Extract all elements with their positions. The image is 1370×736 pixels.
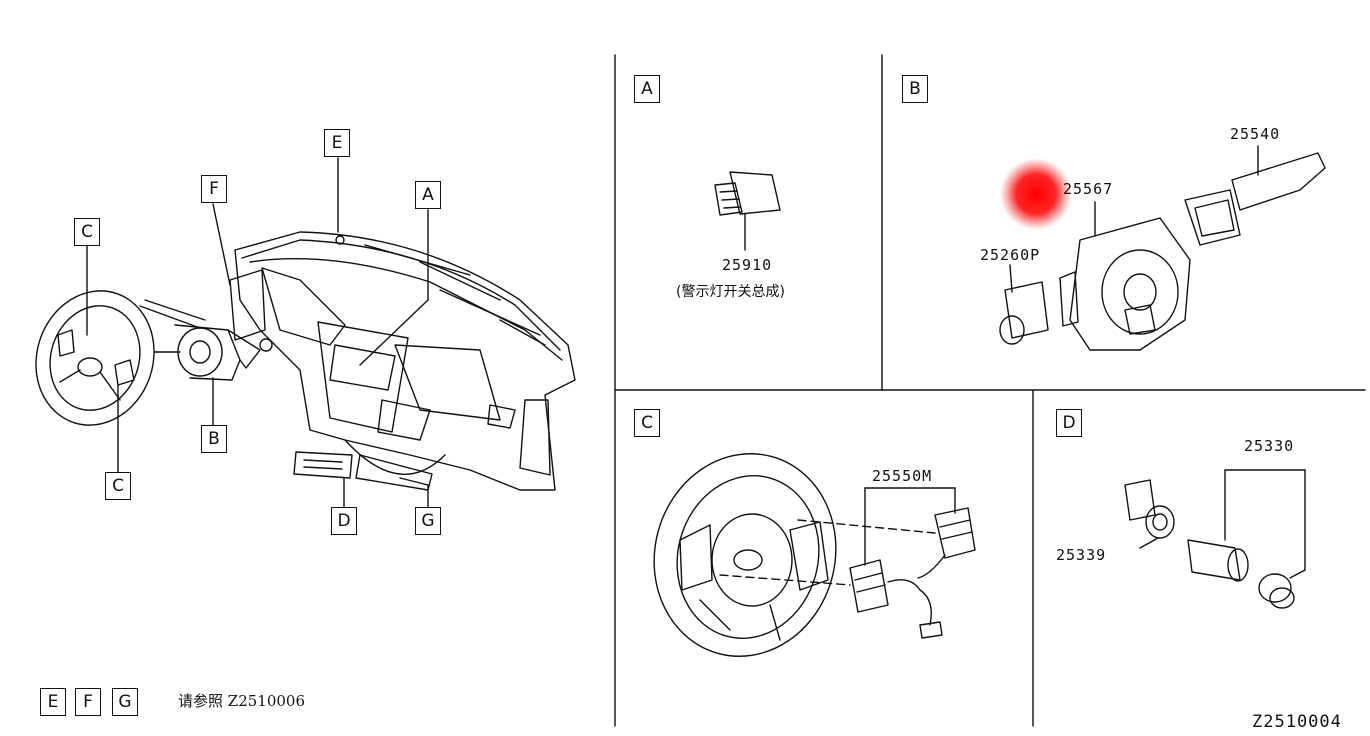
callout-f: F: [201, 175, 227, 203]
callout-c-top: C: [74, 218, 100, 246]
part-number-25330: 25330: [1244, 437, 1295, 455]
legend-g: G: [112, 688, 138, 716]
part-description-hazard-switch: (警示灯开关总成): [676, 284, 785, 300]
part-number-25339: 25339: [1056, 546, 1107, 564]
steering-switch-harness-drawing: [887, 554, 946, 639]
panel-d-bracket: [1224, 469, 1306, 579]
legend-f: F: [75, 688, 101, 716]
combination-switch-drawing: [139, 299, 261, 381]
floor-switch-drawing: [293, 451, 353, 479]
callout-a: A: [415, 181, 441, 209]
overview-leader-lines: [86, 157, 429, 508]
steering-switch-wheel-drawing: [653, 453, 837, 657]
callout-c-bottom: C: [105, 472, 131, 500]
part-number-25540: 25540: [1230, 125, 1281, 143]
callout-g: G: [415, 507, 441, 535]
wiper-switch-drawing: [1184, 145, 1326, 246]
part-number-25910: 25910: [722, 256, 773, 274]
legend-e: E: [40, 688, 66, 716]
key-knob-drawing: [1258, 573, 1295, 609]
red-highlight-mark: [1000, 158, 1072, 230]
steering-switch-right-drawing: [934, 507, 976, 559]
key-cylinder-drawing: [1187, 539, 1249, 582]
panel-d-tag: D: [1056, 409, 1082, 437]
dashboard-drawing: [229, 231, 576, 491]
callout-d: D: [331, 507, 357, 535]
part-number-25260p: 25260P: [980, 246, 1041, 264]
hazard-switch-drawing: [714, 171, 781, 251]
steering-switch-left-drawing: [849, 559, 889, 613]
panel-c-tag: C: [634, 409, 660, 437]
steering-wheel-drawing: [35, 290, 155, 426]
see-reference-note: 请参照 Z2510006: [178, 692, 305, 710]
part-number-25567: 25567: [1063, 180, 1114, 198]
panel-dividers: [614, 54, 1366, 727]
panel-c-leaders: [719, 519, 936, 586]
key-ring-drawing: [1124, 479, 1175, 549]
light-switch-drawing: [999, 264, 1049, 345]
part-number-25550m: 25550M: [872, 467, 933, 485]
panel-a-tag: A: [634, 75, 660, 103]
spiral-cable-drawing: [1059, 201, 1191, 351]
panel-c-bracket: [864, 487, 956, 566]
diagram-code: Z2510004: [1252, 712, 1342, 732]
panel-b-tag: B: [902, 75, 928, 103]
callout-b: B: [201, 425, 227, 453]
callout-e: E: [324, 129, 350, 157]
